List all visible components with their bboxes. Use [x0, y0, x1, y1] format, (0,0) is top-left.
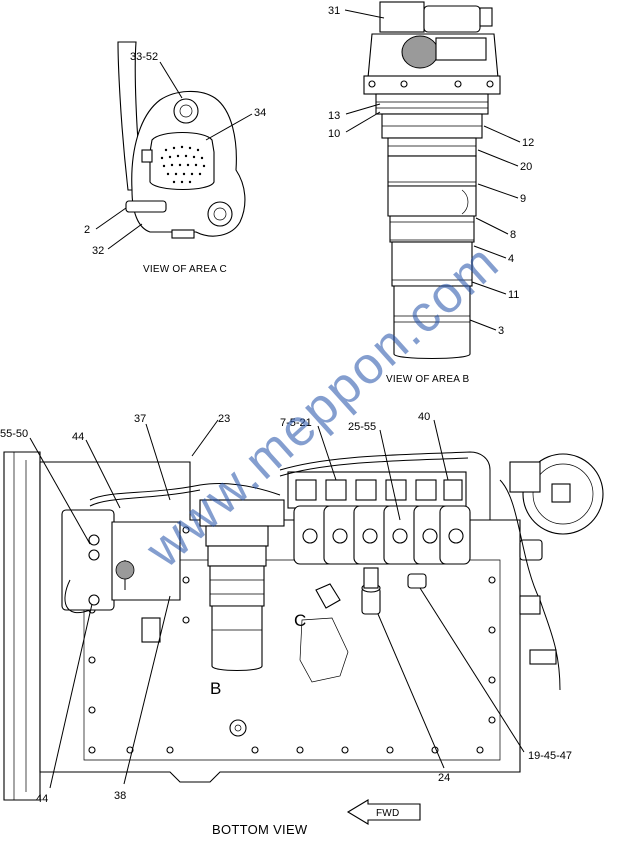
view-b-valve-side [435, 37, 487, 61]
view-b-band-8 [387, 185, 477, 217]
callout-33-52: 33-52 [130, 51, 158, 63]
caption-bottom-view: BOTTOM VIEW [212, 822, 308, 837]
callout-25-55: 25-55 [348, 421, 376, 433]
view-b-flange [363, 75, 501, 95]
oil-pan-bolts [88, 526, 496, 754]
sensor-19-45-47 [407, 573, 427, 589]
callout-8: 8 [510, 229, 516, 241]
flywheel-housing [3, 451, 41, 801]
callout-55-50: 55-50 [0, 428, 28, 440]
callout-19-45-47: 19-45-47 [528, 750, 572, 762]
view-b-band-4 [389, 215, 475, 243]
drain-plug [229, 719, 247, 737]
view-b-band-20 [387, 137, 477, 157]
view-c-top-bolt [173, 98, 199, 124]
callout-44-bottom: 44 [36, 793, 48, 805]
callout-20: 20 [520, 161, 532, 173]
callout-24: 24 [438, 772, 450, 784]
sensor-plug [141, 617, 161, 643]
callout-23: 23 [218, 413, 230, 425]
callout-32: 32 [92, 245, 104, 257]
callout-40: 40 [418, 411, 430, 423]
callout-7-5-21: 7-5-21 [280, 417, 312, 429]
fwd-label: FWD [376, 808, 399, 819]
view-c-connector-pins [160, 145, 206, 184]
callout-12: 12 [522, 137, 534, 149]
view-c-connector [149, 132, 215, 190]
callout-31: 31 [328, 5, 340, 17]
callout-38: 38 [114, 790, 126, 802]
view-b-upper-body [375, 93, 489, 115]
view-c-bottom-bolt [207, 201, 233, 227]
bottom-view: FWD BOTTOM VIEW C B 55-50 44 37 23 7-5-2… [0, 411, 604, 837]
injector-b-nozzle [211, 605, 263, 672]
callout-34: 34 [254, 107, 266, 119]
callout-44-top: 44 [72, 431, 84, 443]
harness-top [279, 451, 491, 520]
view-letter-b: B [210, 679, 221, 698]
callout-9: 9 [520, 193, 526, 205]
view-c-lower-clip [171, 229, 195, 239]
injector-b-head [199, 499, 285, 527]
view-c-connector-tab [141, 149, 153, 163]
view-letter-c: C [294, 611, 306, 630]
view-b-band-9 [387, 155, 477, 187]
caption-view-of-area-c: VIEW OF AREA C [143, 264, 227, 275]
callout-4: 4 [508, 253, 514, 265]
callout-10: 10 [328, 128, 340, 140]
caption-view-of-area-b: VIEW OF AREA B [386, 374, 470, 385]
connector-c [315, 583, 341, 609]
area-c-outline [299, 617, 349, 683]
sensor-38 [115, 560, 135, 580]
view-b-solenoid-body [423, 5, 481, 33]
harness-left [64, 579, 91, 614]
callout-13: 13 [328, 110, 340, 122]
callout-37: 37 [134, 413, 146, 425]
left-bracket [61, 509, 115, 611]
view-b-valve-housing [401, 35, 439, 69]
view-b-solenoid [379, 1, 425, 33]
view-area-c: 33-52 34 2 32 VIEW OF AREA C [84, 41, 266, 275]
injector-row [287, 471, 471, 565]
harness-top-left [89, 482, 281, 501]
filter-bracket [111, 521, 181, 601]
view-b-solenoid-cap [479, 7, 493, 27]
view-area-b: 31 13 10 12 20 9 8 4 11 3 VIEW OF AREA B [328, 1, 534, 385]
fwd-arrow-icon [346, 799, 421, 825]
callout-2: 2 [84, 224, 90, 236]
callout-3: 3 [498, 325, 504, 337]
view-b-band-11 [391, 241, 473, 287]
callout-11: 11 [508, 289, 519, 301]
view-c-plug [125, 200, 167, 213]
